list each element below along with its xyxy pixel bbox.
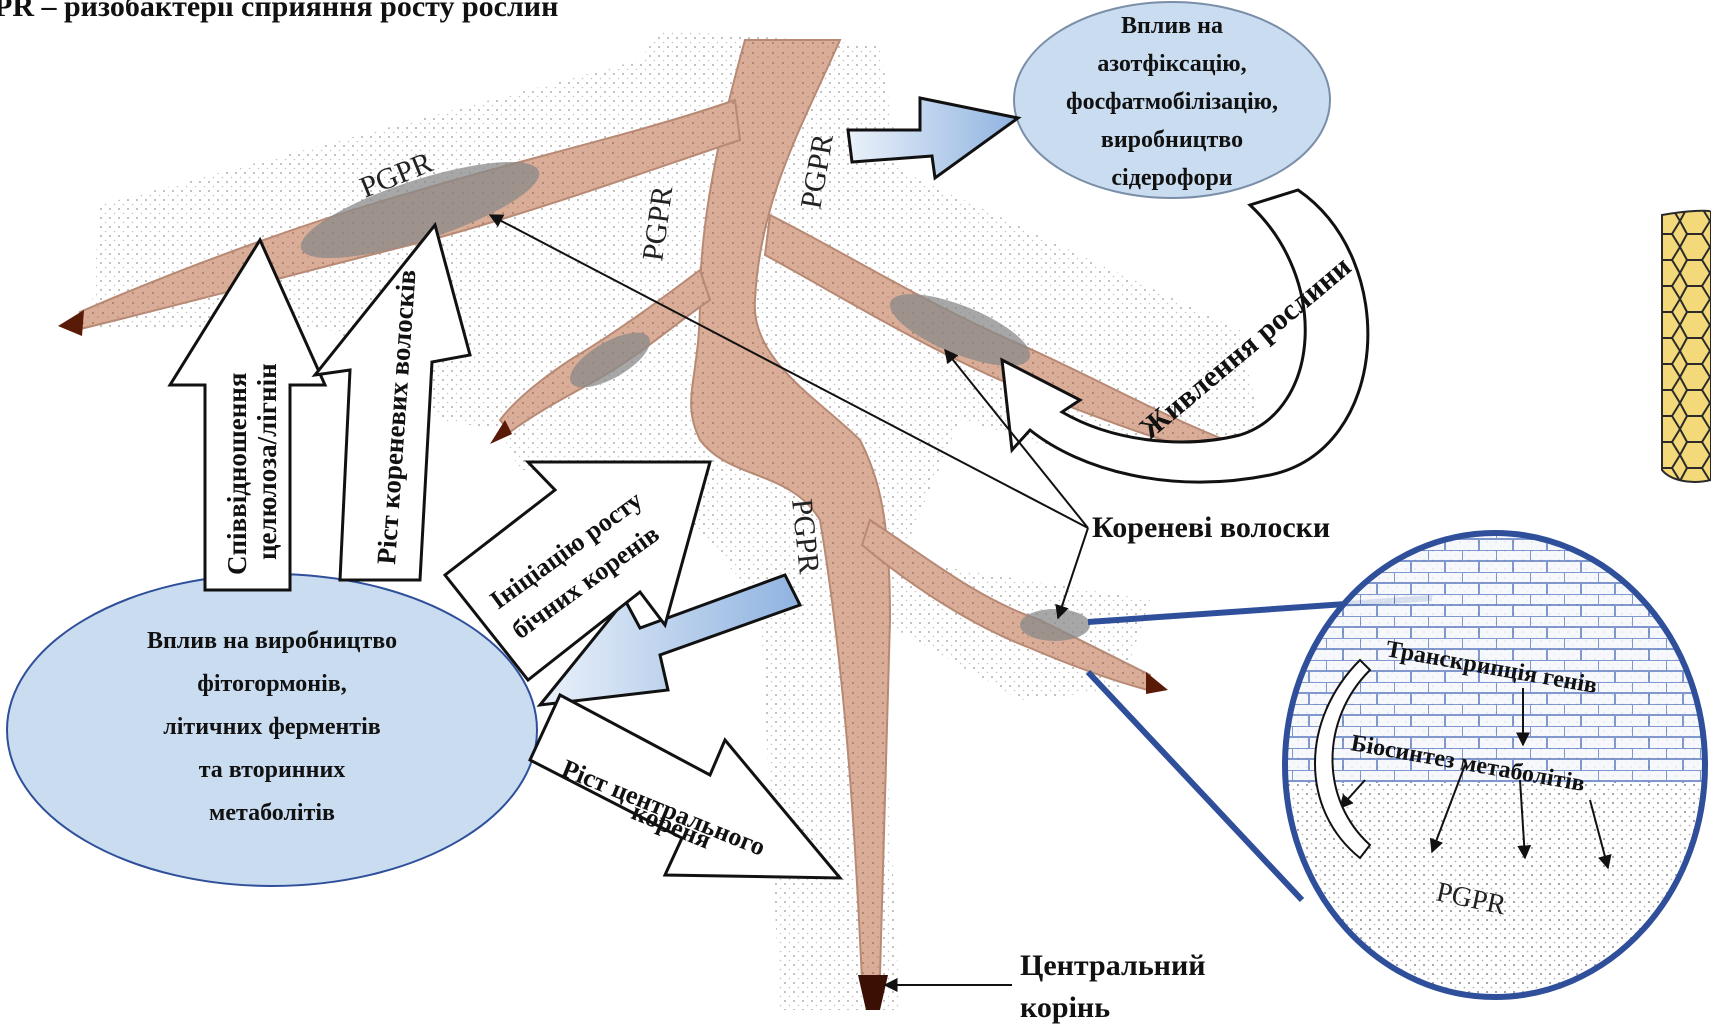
- bottom-ellipse-line: та вторинних: [199, 757, 346, 783]
- root-hair-cluster: [300, 161, 540, 259]
- lateral-root-initiation-arrow: Ініціацію росту бічних коренів: [442, 460, 712, 683]
- root-tip: [490, 420, 512, 444]
- root-hair-cluster: [570, 332, 650, 388]
- root-hair-cluster: [1020, 609, 1090, 641]
- top-ellipse-line: сідерофори: [1111, 165, 1232, 191]
- bottom-ellipse-line: літичних ферментів: [163, 714, 380, 740]
- root-hairs-label: Кореневі волоски: [1092, 511, 1330, 544]
- inset-arrows: [1339, 688, 1612, 870]
- central-root-label-1: Центральний: [1020, 949, 1206, 982]
- top-ellipse-line: азотфіксацію,: [1097, 51, 1246, 77]
- root-hair-growth-arrow: Ріст кореневих волосків: [311, 221, 472, 582]
- inset-curved-arrow: [1314, 658, 1372, 860]
- zoom-line-bottom: [1085, 669, 1305, 903]
- ratio-label-2: целюлоза/лігнін: [252, 363, 282, 560]
- root-tip: [58, 310, 84, 336]
- central-root-tip: [858, 975, 888, 1010]
- cellulose-lignin-arrow: Співвідношення целюлоза/лігнін: [167, 236, 328, 592]
- page-title: PR – ризобактерії сприяння росту рослин: [0, 0, 558, 23]
- top-ellipse-line: Вплив на: [1121, 13, 1223, 39]
- phytohormones-ellipse: Вплив на виробництво фітогормонів, літич…: [6, 573, 538, 887]
- bottom-ellipse-line: Вплив на виробництво: [147, 628, 397, 654]
- pgpr-label: PGPR: [785, 497, 826, 575]
- blue-arrow-to-bottom-ellipse: [536, 573, 803, 707]
- cell-wall-fragment: [1661, 209, 1711, 483]
- central-root-label-2: корінь: [1020, 991, 1110, 1024]
- top-ellipse-line: фосфатмобілізацію,: [1066, 89, 1278, 115]
- nitrogen-phosphate-ellipse: Вплив на азотфіксацію, фосфатмобілізацію…: [1013, 1, 1331, 199]
- cross-section-inset: Транскрипція генів Біосинтез метаболітів…: [1282, 530, 1708, 1000]
- bottom-ellipse-line: метаболітів: [209, 800, 335, 826]
- rhizosphere-zone: [90, 30, 1270, 1010]
- ratio-label-1: Співвідношення: [222, 373, 252, 575]
- blue-arrow-to-top-ellipse: [846, 96, 1022, 181]
- top-ellipse-line: виробництво: [1101, 127, 1243, 153]
- root-tip: [1146, 672, 1168, 694]
- root-hair-cluster: [889, 294, 1031, 366]
- bottom-ellipse-line: фітогормонів,: [197, 671, 347, 697]
- central-root-growth-arrow: Ріст центрального кореня: [528, 692, 844, 880]
- pointer-lines: [488, 214, 1089, 992]
